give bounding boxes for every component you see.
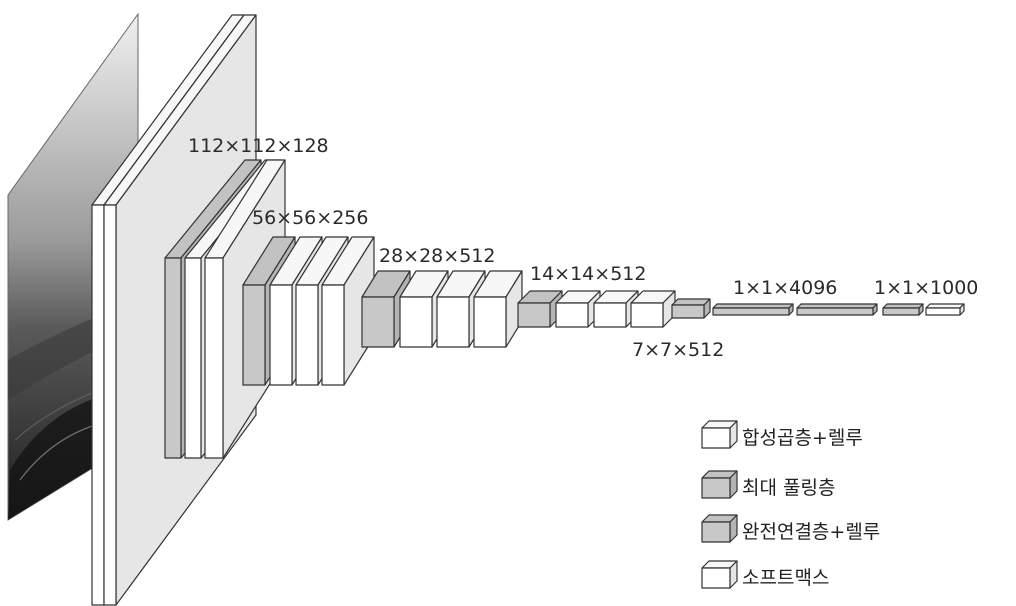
stage2-conv-2-front bbox=[204, 257, 224, 459]
dim-label-56: 56×56×256 bbox=[252, 207, 368, 229]
legend-icon-max-pool-front bbox=[701, 477, 731, 499]
final-pool-front bbox=[671, 304, 705, 319]
legend-icons bbox=[701, 420, 738, 589]
stage4-conv-3-front bbox=[473, 296, 507, 348]
stage5-conv-3 bbox=[630, 290, 676, 328]
stage1-conv-2-front bbox=[103, 204, 117, 606]
softmax-output-front bbox=[925, 307, 961, 316]
legend-icon-softmax-front bbox=[701, 567, 731, 589]
dim-label-14: 14×14×512 bbox=[530, 263, 646, 285]
legend-icon-max-pool bbox=[701, 470, 738, 499]
stage4-pool bbox=[361, 270, 411, 348]
stage3-conv-3-front bbox=[321, 284, 345, 386]
legend-label-fc-relu: 완전연결층+렐루 bbox=[742, 521, 880, 543]
stage4-conv-3 bbox=[473, 270, 523, 348]
final-pool bbox=[671, 298, 711, 319]
stage2-conv-1-front bbox=[184, 257, 202, 459]
stage3-pool-front bbox=[242, 284, 266, 386]
dimension-labels: 112×112×128 56×56×256 28×28×512 14×14×51… bbox=[188, 135, 978, 361]
stage4-pool-front bbox=[361, 296, 395, 348]
legend: 합성곱층+렐루 최대 풀링층 완전연결층+렐루 소프트맥스 bbox=[701, 420, 880, 589]
dim-label-1000: 1×1×1000 bbox=[874, 277, 978, 299]
legend-icon-fc-relu-front bbox=[701, 521, 731, 543]
fc-1000-front bbox=[882, 307, 920, 316]
stage5-conv-1-front bbox=[555, 302, 589, 328]
stage4-conv-1-front bbox=[399, 296, 433, 348]
stage5-conv-2-front bbox=[593, 302, 627, 328]
stage3-conv-3 bbox=[321, 236, 375, 386]
stage5-pool-front bbox=[517, 302, 551, 328]
stage1-conv-1-front bbox=[91, 204, 105, 606]
fc-1000 bbox=[882, 303, 924, 316]
fc-4096-1 bbox=[712, 303, 794, 316]
legend-label-max-pool: 최대 풀링층 bbox=[742, 477, 835, 499]
softmax-output bbox=[925, 303, 965, 316]
dim-label-7: 7×7×512 bbox=[632, 339, 724, 361]
legend-label-softmax: 소프트맥스 bbox=[742, 567, 829, 589]
dim-label-28: 28×28×512 bbox=[379, 245, 495, 267]
dim-label-112: 112×112×128 bbox=[188, 135, 329, 157]
legend-icon-softmax bbox=[701, 560, 738, 589]
legend-icon-conv-relu-front bbox=[701, 427, 731, 449]
legend-icon-fc-relu bbox=[701, 514, 738, 543]
stage2-pool-front bbox=[164, 257, 182, 459]
layer-blocks bbox=[91, 14, 965, 606]
stage4-conv-2-front bbox=[436, 296, 470, 348]
fc-4096-2-front bbox=[796, 307, 874, 316]
stage3-conv-2-front bbox=[295, 284, 319, 386]
stage3-conv-1-front bbox=[269, 284, 293, 386]
fc-4096-2 bbox=[796, 303, 878, 316]
dim-label-4096: 1×1×4096 bbox=[733, 277, 837, 299]
stage5-conv-3-front bbox=[630, 302, 664, 328]
legend-icon-conv-relu bbox=[701, 420, 738, 449]
fc-4096-1-front bbox=[712, 307, 790, 316]
legend-label-conv-relu: 합성곱층+렐루 bbox=[742, 427, 863, 449]
